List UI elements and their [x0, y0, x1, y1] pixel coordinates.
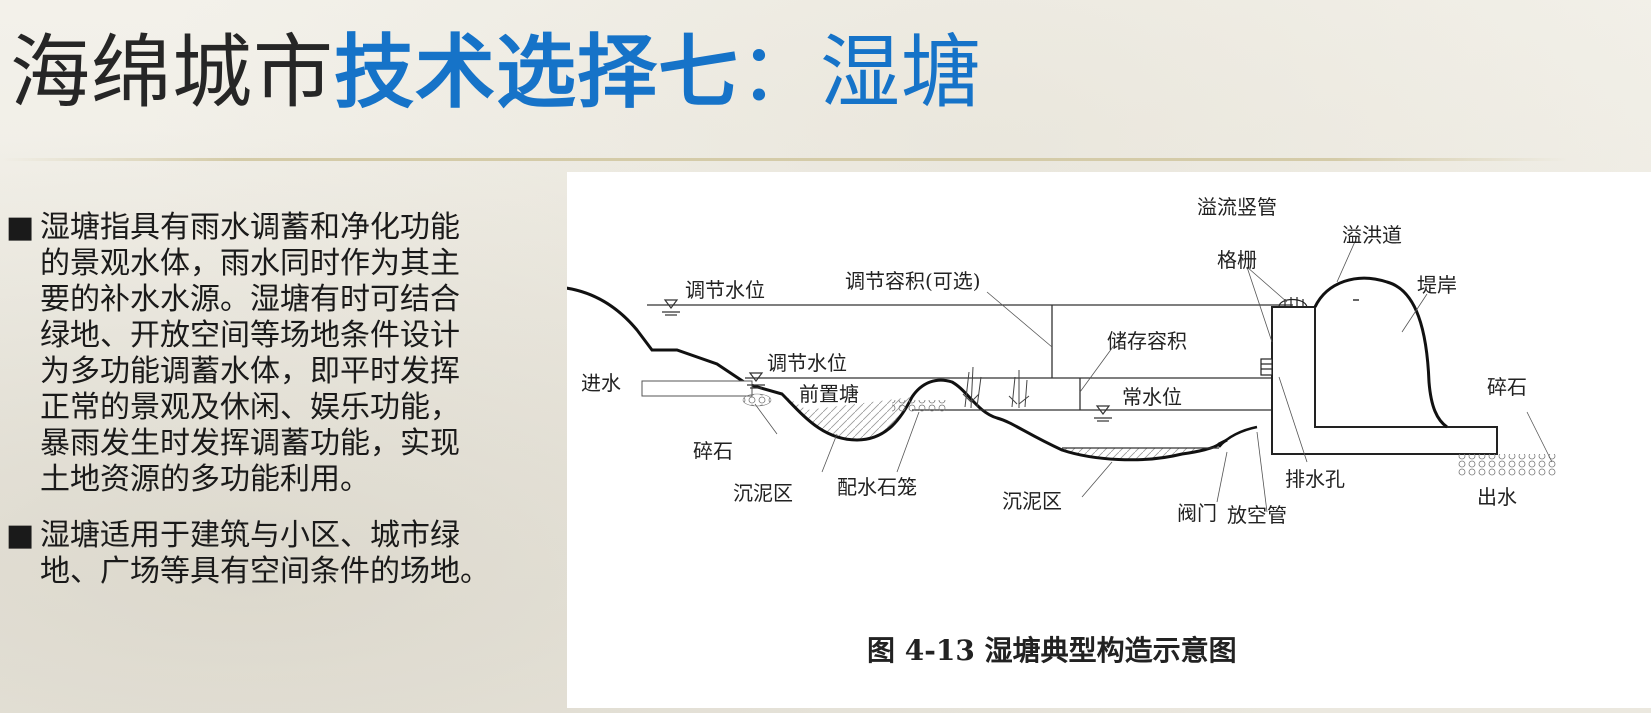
label-inflow: 进水: [581, 371, 621, 395]
label-regulating-level-top: 调节水位: [685, 278, 765, 302]
diagram-caption: 图 4-13 湿塘典型构造示意图: [867, 634, 1237, 667]
label-normal-level: 常水位: [1122, 385, 1182, 409]
title-part-technique: 技术选择七: [334, 26, 739, 119]
gabion-stones: [892, 400, 947, 412]
label-storage-volume: 储存容积: [1107, 329, 1187, 353]
bullet-line: 正常的景观及休闲、娱乐功能，: [40, 390, 460, 425]
sediment-zone-left-fill: [782, 394, 912, 440]
bullet-item-application: ■ 湿塘适用于建筑与小区、城市绿 地、广场等具有空间条件的场地。: [6, 518, 546, 590]
label-drain-pipe: 放空管: [1227, 503, 1287, 527]
bullet-square-icon: ■: [6, 518, 35, 553]
bullet-line: 湿塘适用于建筑与小区、城市绿: [40, 518, 460, 553]
wet-pond-diagram-panel: 溢流竖管 溢洪道 格栅 堤岸 调节水位 调节容积(可选) 储存容积 进水 调节水…: [556, 172, 1651, 708]
label-gravel-left: 碎石: [693, 439, 733, 463]
label-leader-lines: [754, 236, 1553, 513]
label-forebay: 前置塘: [799, 382, 859, 406]
label-gravel-right: 碎石: [1487, 375, 1527, 399]
title-part-wet-pond: ：湿塘: [739, 26, 982, 119]
outflow-gravel-stones: [1457, 454, 1557, 476]
label-overflow-standpipe: 溢流竖管: [1197, 195, 1277, 219]
label-regulating-volume: 调节容积(可选): [845, 269, 981, 293]
water-level-marker-icon: [1094, 405, 1112, 422]
label-spillway: 溢洪道: [1342, 223, 1402, 247]
pond-bottom-profile: [556, 285, 1228, 462]
drain-hole-icon: [1260, 358, 1273, 376]
wet-pond-diagram: 溢流竖管 溢洪道 格栅 堤岸 调节水位 调节容积(可选) 储存容积 进水 调节水…: [556, 195, 1557, 667]
embankment-profile: [1313, 276, 1448, 429]
bullet-line: 要的补水水源。湿塘有时可结合: [40, 282, 460, 317]
label-drain-hole: 排水孔: [1285, 467, 1345, 491]
title-divider: [0, 158, 1570, 161]
water-level-marker-icon: [747, 372, 765, 389]
aquatic-plants-icon: [962, 366, 1030, 409]
drain-valve-curve: [1218, 425, 1258, 448]
label-sediment-left: 沉泥区: [733, 481, 793, 505]
bullet-item-definition: ■ 湿塘指具有雨水调蓄和净化功能 的景观水体，雨水同时作为其主 要的补水水源。湿…: [6, 210, 546, 498]
label-sediment-right: 沉泥区: [1002, 489, 1062, 513]
bullet-line: 地、广场等具有空间条件的场地。: [40, 554, 490, 589]
inflow-gravel-stones: [742, 393, 772, 407]
title-part-city: 海绵城市: [10, 26, 334, 119]
bullet-line: 土地资源的多功能利用。: [40, 462, 370, 497]
page-title: 海绵城市技术选择七：湿塘: [10, 18, 982, 128]
bullet-line: 暴雨发生时发挥调蓄功能，实现: [40, 426, 460, 461]
label-grille: 格栅: [1217, 248, 1257, 272]
label-gabion: 配水石笼: [837, 475, 917, 499]
bullet-square-icon: ■: [6, 210, 35, 245]
bullet-list: ■ 湿塘指具有雨水调蓄和净化功能 的景观水体，雨水同时作为其主 要的补水水源。湿…: [6, 210, 546, 610]
bullet-line: 绿地、开放空间等场地条件设计: [40, 318, 460, 353]
bullet-line: 湿塘指具有雨水调蓄和净化功能: [40, 210, 460, 245]
label-valve: 阀门: [1177, 501, 1217, 525]
outlet-structure: [1271, 306, 1498, 455]
label-regulating-level-mid: 调节水位: [767, 351, 847, 375]
label-embankment: 堤岸: [1417, 273, 1457, 297]
water-level-marker-icon: [662, 299, 680, 316]
bullet-line: 为多功能调蓄水体，即平时发挥: [40, 354, 460, 389]
bullet-line: 的景观水体，雨水同时作为其主: [40, 246, 460, 281]
inflow-pipe: [641, 380, 753, 397]
label-outflow: 出水: [1477, 485, 1517, 509]
